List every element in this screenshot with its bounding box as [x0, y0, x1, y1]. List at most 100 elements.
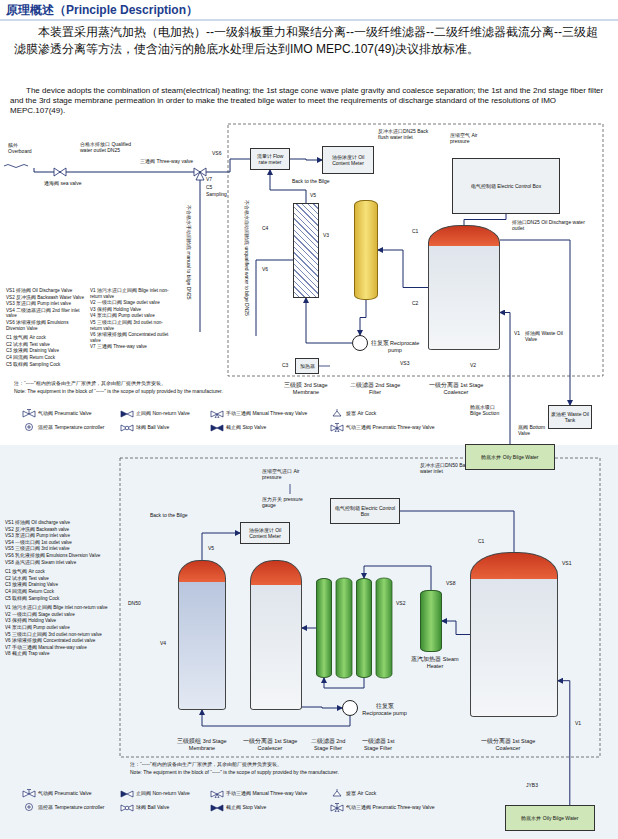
symbol-part [23, 791, 29, 797]
legend-item: 止回阀 Non-return Valve [120, 790, 121, 798]
membrane-vessel: 三级膜组 3rd Stage Membrane [178, 560, 226, 710]
pipe-connector [364, 566, 431, 590]
legend-text: 截止阀 Stop Valve [226, 804, 266, 810]
pipe-connector [558, 681, 570, 805]
filter-cylinder: 蒸汽加热器 Steam Heater [420, 590, 442, 652]
valve-tag: VS6 [212, 150, 221, 156]
bilge-tank: 舱底水井 Oily Bilge Water [465, 444, 555, 470]
symbol-part [29, 411, 35, 417]
symbol-part [29, 790, 30, 794]
legend-text: 气动三通阀 Pneumatic Three-way Valve [346, 804, 434, 810]
legend-text: 球阀 Ball Valve [136, 804, 169, 810]
valve-symbol [210, 788, 224, 798]
equipment-caption: 一级分离器 1st Stage Coalescer [238, 738, 302, 752]
symbol-part [26, 424, 33, 431]
part-code: JYB3 [526, 782, 538, 788]
filter-cylinder: 一级滤器 1st Stage Filter [356, 578, 372, 678]
valve-list-item: VS3 泵进口阀 Pump inlet valve [6, 301, 88, 307]
valve-list-item: V4 泵出口阀 Pump outlet valve [5, 625, 117, 631]
valve-list-item: VS5 三级进口阀 3rd inlet valve [5, 546, 117, 552]
valve-tag: C1 [478, 538, 484, 544]
filter-cylinder [336, 578, 352, 678]
symbol-part [27, 789, 31, 790]
filter-cylinder: 二级滤器 2nd Stage Filter [354, 200, 378, 300]
valve-list-item: VS1 排油阀 Oil discharge valve [5, 520, 117, 526]
symbol-part [125, 806, 129, 810]
legend-item: 手动三通阀 Manual Three-way Valve [210, 790, 211, 798]
symbol-part [127, 791, 133, 797]
equipment-caption: 三级膜组 3rd Stage Membrane [170, 738, 234, 752]
valve-label: 通海阀 sea valve [44, 180, 84, 186]
valve-symbol [330, 422, 344, 432]
symbol-part [337, 409, 338, 411]
valve-list-item: V8 截止阀 Trap valve [5, 651, 117, 657]
pipe-label: 不合格水手动回舱底 manual to bilge DN25 [186, 205, 192, 299]
valve-symbol [330, 408, 344, 418]
note-text: 注：“-----”框内的设备由生产厂家供货，其余由船厂提供并负责安装。 [14, 380, 274, 386]
pump-symbol: 往复泵 Reciprocate pump [352, 335, 368, 351]
pipe-connector [302, 707, 342, 708]
separator-vessel: 一级分离器 1st Stage Coalescer [250, 560, 302, 710]
valve-list-item: VS6 浓缩液排放阀 Emulsions Diversion Valve [6, 320, 88, 331]
valve-list-item: C2 试水阀 Test valve [6, 342, 88, 348]
equipment-box: 加热器 [295, 358, 319, 374]
valve-list-item: V7 三通阀 Three-way valve [90, 344, 172, 350]
valve-list-item: C4 回流阀 Return Cock [6, 355, 88, 361]
equipment-box: 油份浓度计 Oil Content Meter [240, 522, 290, 544]
valve-list-item: VS8 蒸汽进口阀 Steam inlet valve [5, 560, 117, 566]
membrane-module: 三级膜 3rd Stage Membrane [293, 203, 319, 298]
valve-list-item: C3 放液阀 Draining Valve [5, 582, 117, 588]
valve-tag: C1 [412, 228, 418, 234]
valve-symbol [330, 802, 344, 812]
valve-list-item: V2 一级出口阀 Stage outlet valve [90, 300, 172, 306]
valve-list-item: VS2 反冲洗阀 Backwash valve [5, 527, 117, 533]
valve-list-item: V5 三级出口止回阀 3rd outlet non-return valve [90, 320, 172, 331]
symbol-part [29, 791, 35, 797]
equipment-box: 流量计 Flow rate meter [250, 148, 290, 170]
valve-list-item: V6 浓缩液排放阀 Concentrated outlet valve [5, 638, 117, 644]
valve-list-item: C4 回流阀 Return Cock [5, 589, 117, 595]
pipe-label: 不合格水自动回舱底 unqualified water to bilge DN2… [244, 200, 250, 316]
pipe-connector [306, 298, 352, 343]
legend-item: 旋塞 Air Cock [330, 790, 331, 798]
equipment-caption: 一级滤器 1st Stage Filter [354, 738, 402, 752]
equipment-box: 油份浓度计 Oil Content Meter [322, 146, 374, 174]
valve-tag: V5 [208, 545, 214, 551]
equipment-caption: 蒸汽加热器 Steam Heater [410, 656, 460, 670]
valve-tag: VS2 [396, 600, 405, 606]
box-text: 舱底水井 Oily Bilge Water [508, 815, 592, 821]
valve-list-item: C1 放气阀 Air cock [5, 569, 117, 575]
equipment-caption: 一级分离器 1st Stage Coalescer [468, 738, 548, 752]
separator-vessel: 一级分离器 1st Stage Coalescer [428, 225, 500, 350]
symbol-part [127, 411, 133, 417]
outlet-label: 合格水排放口 Qualified water outlet DN25 [80, 141, 136, 153]
supply-boundary [228, 124, 603, 376]
valve-list-item: V3 保持阀 Holding Valve [90, 307, 172, 313]
legend-item: 球阀 Ball Valve [120, 424, 121, 432]
filter-cylinder [376, 578, 392, 678]
box-text: 舱底水井 Oily Bilge Water [468, 454, 552, 460]
filter-cylinder: 二级滤器 2nd Stage Filter [316, 578, 332, 678]
valve-symbol [22, 788, 36, 798]
valve-symbol [22, 802, 36, 812]
symbol-part [335, 423, 339, 424]
inlet-label: 压缩空气进口 Air pressure [262, 468, 317, 480]
valve-symbol [210, 802, 224, 812]
symbol-part [121, 411, 127, 417]
pipe-connector [500, 240, 570, 405]
valve-tag: V3 [323, 232, 329, 238]
box-text: 加热器 [298, 363, 316, 369]
valve-label: 排油阀 Waste Oil Valve [525, 330, 563, 342]
valve-list-item: VS4 一级出口阀 1st outlet valve [5, 540, 117, 546]
symbol-part [335, 428, 339, 432]
legend-text: 气动阀 Pneumatic Valve [38, 410, 92, 416]
legend-text: 旋塞 Air Cock [346, 790, 376, 796]
equipment-box: 电气控制箱 Electric Control Box [452, 158, 560, 214]
box-text: 废油柜 Waste Oil Tank [551, 411, 589, 423]
symbol-part [335, 803, 339, 804]
legend-text: 气动阀 Pneumatic Valve [38, 790, 92, 796]
symbol-part [333, 411, 341, 416]
valve-list-item: V7 手动三通阀 Manual three-way valve [5, 645, 117, 651]
pipe-connector [360, 300, 366, 335]
